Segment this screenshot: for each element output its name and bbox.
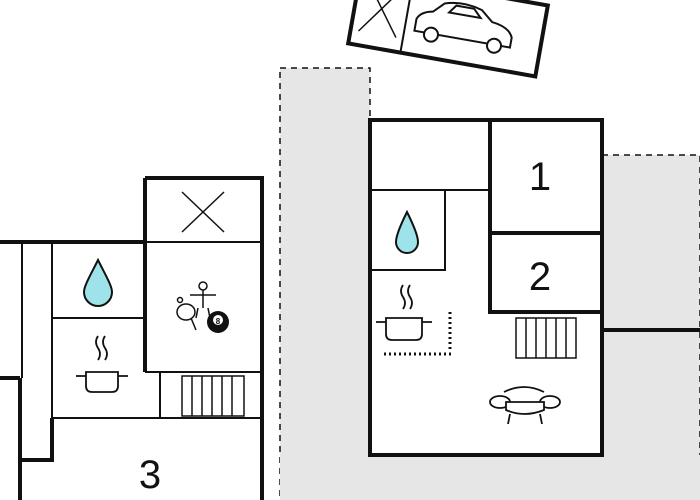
room-number-1: 1 (529, 155, 551, 199)
kitchen-counter-dashes (384, 312, 452, 356)
car-icon (413, 1, 513, 54)
radiator-icon (515, 317, 577, 359)
radiator-icon (181, 375, 245, 417)
table-tennis-icon (176, 296, 197, 331)
no-access-cross-icon (181, 191, 225, 233)
kitchen-pot-icon (76, 335, 128, 393)
room-number-2: 2 (529, 255, 551, 299)
room-number-3: 3 (139, 453, 161, 497)
water-drop-icon (394, 209, 420, 254)
no-access-cross-icon (357, 0, 406, 38)
left-building (0, 176, 264, 500)
kitchen-pot-icon (376, 284, 432, 341)
right-building (368, 118, 700, 457)
water-drop-icon (82, 257, 114, 307)
billiard-ball-icon: 8 (207, 311, 229, 333)
terrace-middle (279, 67, 371, 500)
sofa-icon (489, 386, 561, 425)
foosball-icon (190, 281, 216, 319)
carport (345, 0, 551, 79)
billiard-ball-number: 8 (216, 317, 221, 326)
terrace-right (601, 154, 700, 500)
terrace-bottom (280, 455, 700, 500)
